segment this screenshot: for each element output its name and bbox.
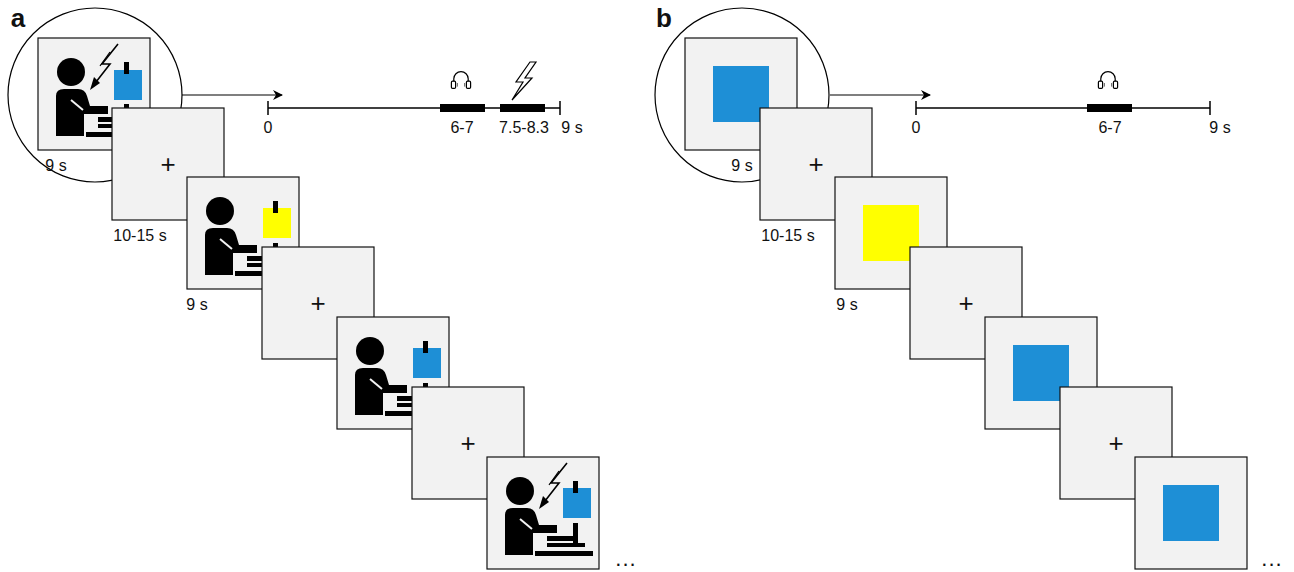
fixation-cross: +	[808, 151, 823, 177]
duration-label: 10-15 s	[761, 228, 814, 244]
fixation-cross: +	[1108, 430, 1123, 456]
fixation-cross: +	[160, 151, 175, 177]
fixation-cross: +	[958, 290, 973, 316]
continuation-mark: ...	[615, 548, 636, 570]
duration-label: 9 s	[186, 297, 207, 313]
time-window-label: 7.5-8.3	[499, 120, 549, 136]
panel-letter: b	[656, 5, 672, 31]
time-tick-label: 9 s	[561, 120, 582, 136]
duration-label: 9 s	[45, 158, 66, 174]
duration-label: 9 s	[836, 297, 857, 313]
fixation-cross: +	[460, 430, 475, 456]
time-window-label: 6-7	[450, 120, 473, 136]
time-window-label: 6-7	[1098, 120, 1121, 136]
time-tick-label: 0	[912, 120, 921, 136]
time-tick-label: 9 s	[1209, 120, 1230, 136]
duration-label: 9 s	[731, 158, 752, 174]
panel-letter: a	[11, 5, 25, 31]
fixation-cross: +	[310, 290, 325, 316]
time-tick-label: 0	[264, 120, 273, 136]
duration-label: 10-15 s	[113, 228, 166, 244]
continuation-mark: ...	[1261, 548, 1282, 570]
